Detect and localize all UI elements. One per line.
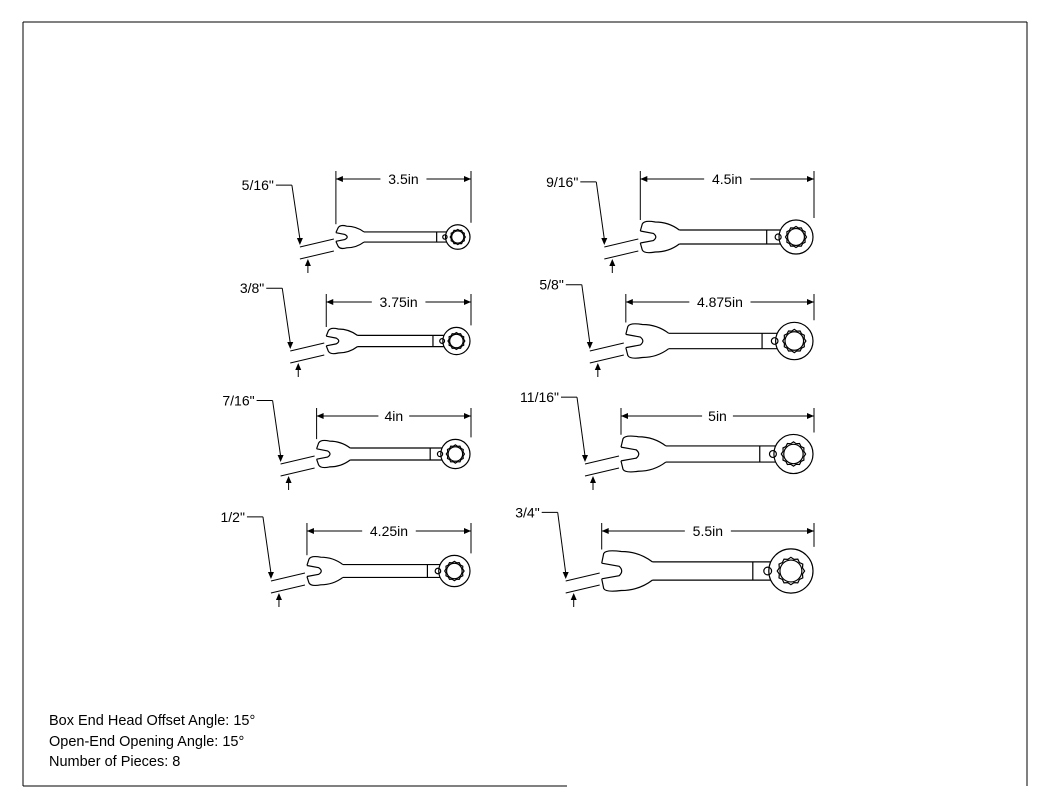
length-label: 4.875in [697,294,743,310]
open-end-head [316,439,351,469]
lever-pin [439,338,446,345]
socket [449,228,467,246]
box-end [442,326,471,356]
wrench-layer: 3.5in 5/16" 3.75in 3/8" 4in 7/16" 4.25in 1/2" 4.… [221,171,815,607]
lever-pin [774,233,782,241]
wrench-8 [601,548,814,594]
wrench-5 [639,219,814,255]
lever-pin [434,567,442,575]
length-label: 5.5in [693,523,723,539]
size-label: 5/8" [539,277,563,293]
note-opening-angle: Open-End Opening Angle: 15° [49,733,245,750]
socket [447,331,466,351]
length-dimension-8 [601,523,815,550]
lever-pin [770,337,779,345]
socket [445,444,466,464]
wrench-6 [625,321,814,361]
socket-bore [451,230,465,244]
length-label: 4in [384,408,403,424]
size-dimension-1 [275,184,335,273]
open-end-head [639,220,680,254]
length-label: 5in [708,408,727,424]
box-end [440,438,471,470]
lever-pin [442,234,448,240]
note-offset-angle: Box End Head Offset Angle: 15° [49,713,256,729]
socket-bore [783,443,804,465]
length-label: 3.75in [380,294,418,310]
socket [443,560,465,582]
size-dimension-3 [256,400,315,490]
length-label: 3.5in [388,171,418,187]
open-end-head [306,555,344,587]
size-label: 1/2" [221,509,245,525]
socket [776,556,806,586]
open-end-head [620,435,667,473]
size-label: 3/4" [515,504,539,520]
open-end-head [335,224,365,250]
length-dimension-3 [316,408,472,440]
box-end [778,219,814,255]
length-dimension-6 [625,294,815,323]
box-end [768,548,814,594]
socket-bore [779,559,803,583]
size-label: 3/8" [240,280,264,296]
size-label: 5/16" [242,177,274,193]
socket-bore [449,333,464,349]
length-dimension-1 [335,171,472,225]
socket-bore [447,446,464,462]
open-end-head [325,327,358,355]
box-end [773,433,814,475]
wrench-3 [316,438,471,470]
open-end-head [625,323,670,359]
drawing-notes: Box End Head Offset Angle: 15° Open-End … [49,711,255,773]
socket-bore [446,562,463,580]
sheet-border [22,21,1028,787]
socket-bore [786,227,806,247]
size-label: 11/16" [520,389,559,405]
size-dimension-4 [246,516,306,607]
size-dimension-5 [580,181,639,273]
length-dimension-7 [620,408,815,435]
length-dimension-2 [325,294,472,327]
size-dimension-7 [561,396,620,490]
size-label: 7/16" [222,393,254,409]
lever-pin [436,450,444,458]
length-dimension-4 [306,523,472,556]
box-end [438,554,471,588]
size-label: 9/16" [546,174,578,190]
wrench-7 [620,433,814,475]
socket [781,328,807,354]
open-end-head [601,550,653,592]
note-piece-count: Number of Pieces: 8 [49,754,181,770]
wrench-4 [306,554,471,588]
socket-bore [784,331,805,351]
socket [784,225,808,249]
box-end [774,321,814,361]
lever-pin [763,566,773,576]
socket [780,441,807,467]
length-label: 4.5in [712,171,742,187]
length-label: 4.25in [370,523,408,539]
lever-pin [768,449,777,459]
size-dimension-2 [266,287,325,377]
length-dimension-5 [639,171,815,220]
wrench-2 [325,326,471,356]
wrench-1 [335,224,471,250]
size-dimension-8 [541,511,600,607]
box-end [444,224,471,250]
size-dimension-6 [565,284,624,377]
